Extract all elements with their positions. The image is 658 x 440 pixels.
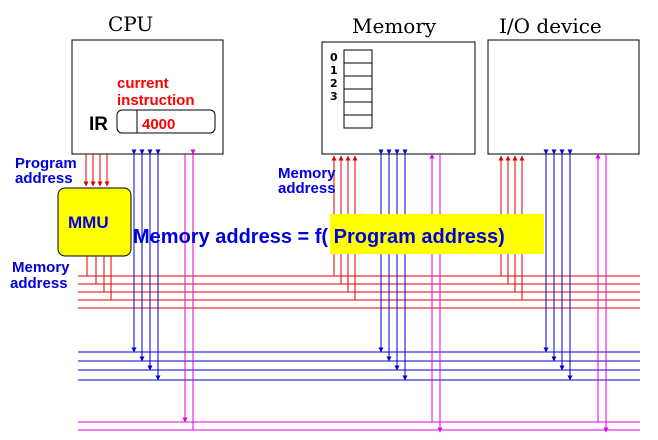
formula-label: Memory address = f( Program address) [133, 226, 505, 248]
memory-address-mid-label: Memory [278, 165, 336, 182]
memory-address-left-label-2: address [10, 275, 68, 292]
address-bus [78, 275, 640, 309]
ir-register [116, 109, 216, 134]
io-data-lines [543, 149, 573, 381]
memory-cell-index: 0 [330, 51, 338, 64]
formula-highlight [330, 214, 544, 254]
cpu-data-lines [131, 149, 161, 381]
cpu-label: CPU [108, 12, 153, 36]
cpu-control-lines [182, 149, 196, 430]
control-bus [78, 421, 640, 431]
mmu-box [57, 187, 132, 257]
memory-data-lines [378, 149, 408, 381]
cpu-box [71, 39, 224, 155]
io-device-label: I/O device [499, 14, 602, 38]
mmu-label: MMU [68, 213, 109, 232]
current-instruction-label-2: instruction [117, 92, 195, 109]
memory-cell-index: 3 [330, 90, 338, 103]
program-address-label-2: address [15, 170, 73, 187]
mmu-to-address-bus [86, 256, 112, 300]
io-control-lines [595, 153, 609, 433]
memory-cells [343, 49, 373, 129]
memory-cell-index: 2 [330, 77, 338, 90]
ir-value: 4000 [142, 116, 175, 133]
memory-address-mid-label-2: address [278, 180, 336, 197]
io-device-box [487, 39, 640, 155]
memory-address-left-label: Memory [12, 259, 70, 276]
memory-cell-index: 1 [330, 64, 338, 77]
program-address-lines [83, 154, 110, 187]
data-bus [78, 351, 640, 381]
memory-control-lines [429, 153, 443, 433]
ir-label: IR [89, 114, 108, 135]
current-instruction-label: current [117, 75, 169, 92]
program-address-label: Program [15, 155, 77, 172]
memory-label: Memory [352, 14, 437, 38]
